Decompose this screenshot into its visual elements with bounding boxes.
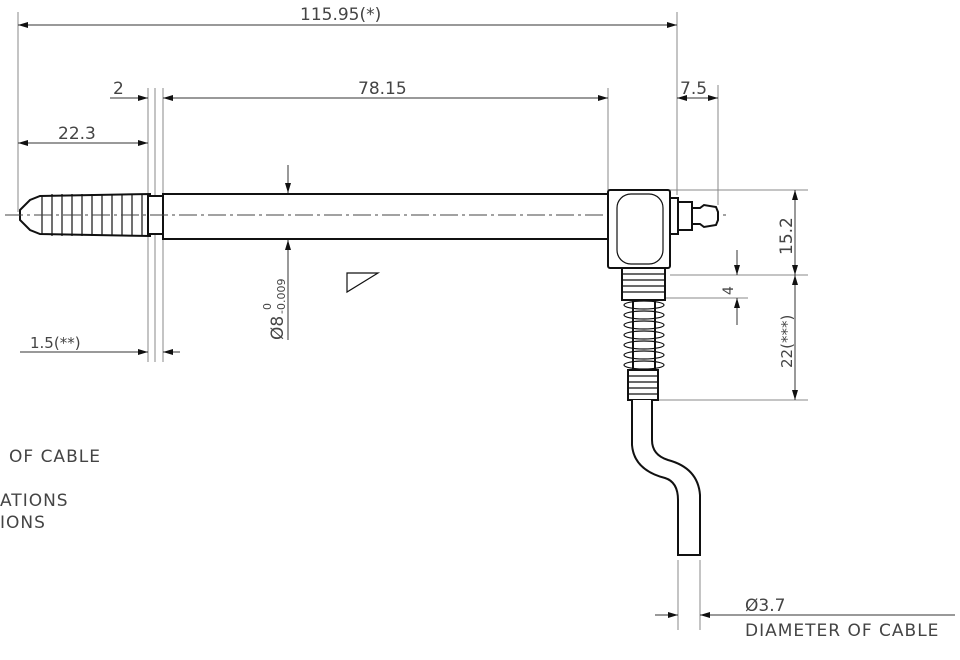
dim-gap: 2 [113, 79, 124, 99]
cable-diameter-label: DIAMETER OF CABLE [745, 621, 939, 641]
note-line-1: OF CABLE [9, 447, 101, 467]
dim-overall-length: 115.95(*) [300, 5, 381, 25]
probe-rod [162, 193, 614, 240]
svg-text:Ø8: Ø8 [268, 316, 288, 340]
dim-flange-width: 1.5(**) [30, 334, 81, 352]
note-line-2: ATIONS [0, 491, 69, 511]
svg-text:0: 0 [261, 303, 274, 310]
dim-thread-length: 4 [721, 286, 737, 295]
dim-spring-length: 22(***) [778, 315, 796, 368]
probe-head [607, 189, 719, 269]
cable-strain-relief [621, 267, 666, 401]
dim-connector-length: 7.5 [680, 79, 707, 99]
cable [631, 400, 701, 556]
dimension-lines [18, 22, 955, 618]
dim-rod-diameter: Ø8 0 -0.009 [261, 279, 288, 340]
dim-tip-length: 22.3 [58, 124, 96, 144]
surface-finish-symbol [346, 272, 381, 294]
note-line-3: IONS [0, 513, 46, 533]
dim-cable-diameter: Ø3.7 [745, 596, 785, 616]
svg-text:-0.009: -0.009 [275, 279, 288, 314]
dim-head-height: 15.2 [777, 217, 797, 255]
dim-rod-length: 78.15 [358, 79, 407, 99]
